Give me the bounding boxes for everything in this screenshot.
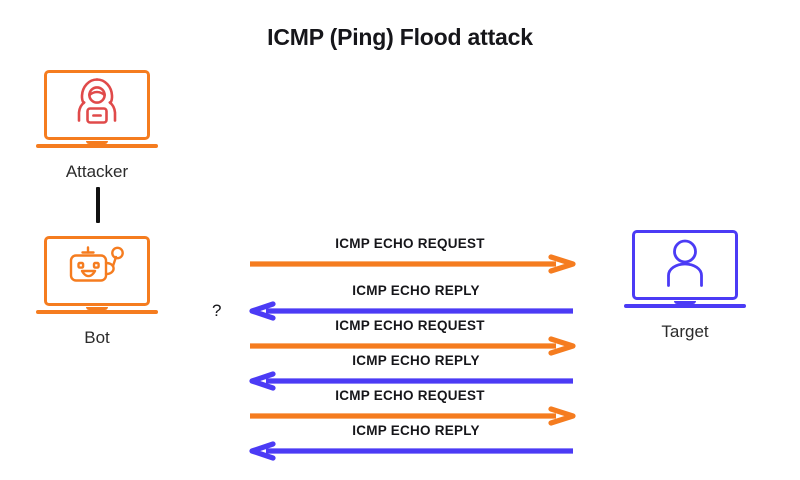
arrow-reply-3: [249, 441, 573, 461]
bot-laptop-notch: [86, 307, 108, 310]
message-label-2: ICMP ECHO REPLY: [352, 283, 480, 298]
robot-icon: [66, 244, 128, 299]
bot-laptop-screen: [44, 236, 150, 306]
target-laptop-notch: [674, 301, 696, 304]
arrow-reply-1: [249, 301, 573, 321]
message-row-4: ICMP ECHO REPLY: [240, 353, 580, 391]
target-laptop-base: [624, 304, 746, 308]
target-laptop: [624, 230, 746, 316]
target-label: Target: [661, 322, 709, 341]
attacker-laptop: [36, 70, 158, 156]
message-row-6: ICMP ECHO REPLY: [240, 423, 580, 461]
attacker-laptop-screen: [44, 70, 150, 140]
message-row-3: ICMP ECHO REQUEST: [240, 318, 580, 356]
node-attacker: Attacker: [22, 70, 172, 182]
arrow-reply-2: [249, 371, 573, 391]
page-title: ICMP (Ping) Flood attack: [267, 24, 533, 50]
attacker-label: Attacker: [65, 162, 129, 181]
attacker-laptop-notch: [86, 141, 108, 144]
bot-laptop: [36, 236, 158, 322]
message-label-3: ICMP ECHO REQUEST: [335, 318, 485, 333]
bot-laptop-base: [36, 310, 158, 314]
target-laptop-screen: [632, 230, 738, 300]
message-label-1: ICMP ECHO REQUEST: [335, 236, 485, 251]
message-label-4: ICMP ECHO REPLY: [352, 353, 480, 368]
arrow-request-1: [250, 254, 576, 274]
node-bot: Bot: [22, 236, 172, 348]
attacker-bot-connector: [96, 187, 100, 223]
user-person-icon: [661, 238, 709, 293]
message-label-6: ICMP ECHO REPLY: [352, 423, 480, 438]
hooded-hacker-icon: [69, 76, 125, 135]
arrow-request-3: [250, 406, 576, 426]
message-row-1: ICMP ECHO REQUEST: [240, 236, 580, 274]
bot-label: Bot: [84, 328, 110, 347]
unanswered-question-mark: ?: [212, 301, 222, 320]
message-flow: ICMP ECHO REQUEST ICMP ECHO REPLY ? ICMP…: [212, 236, 590, 476]
message-label-5: ICMP ECHO REQUEST: [335, 388, 485, 403]
message-row-2: ICMP ECHO REPLY ?: [212, 283, 580, 321]
attacker-laptop-base: [36, 144, 158, 148]
arrow-request-2: [250, 336, 576, 356]
node-target: Target: [610, 230, 760, 342]
message-row-5: ICMP ECHO REQUEST: [240, 388, 580, 426]
